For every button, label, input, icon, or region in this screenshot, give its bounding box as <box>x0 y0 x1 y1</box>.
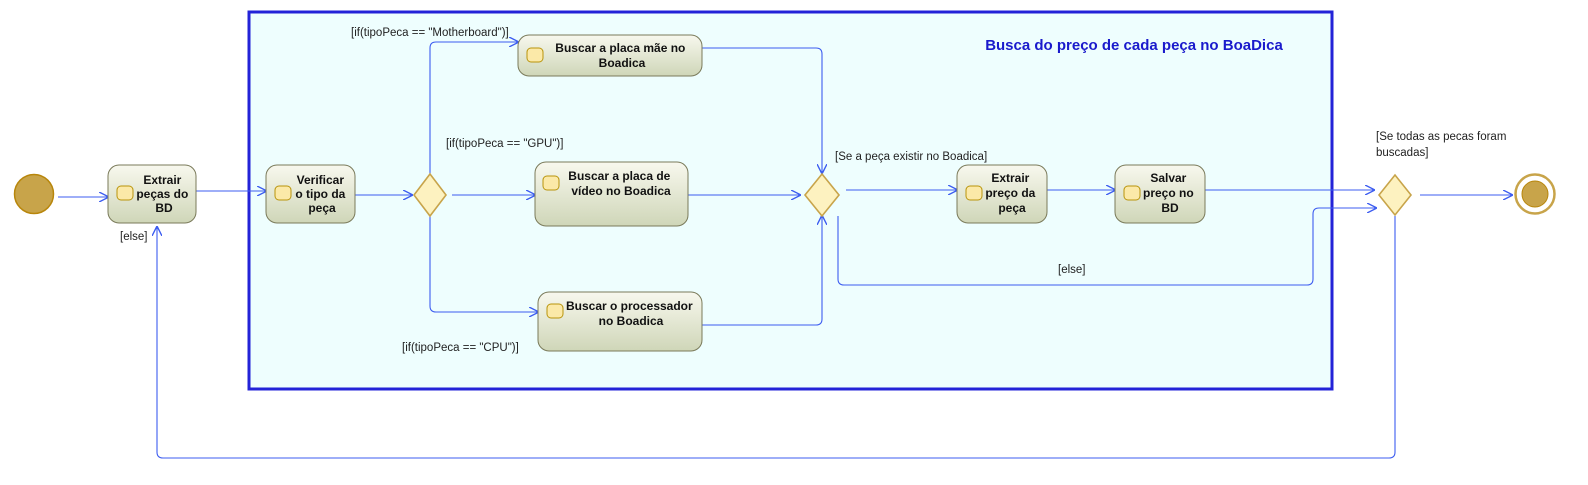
action-label-line: o tipo da <box>295 187 345 201</box>
svg-text:Salvar preço no BD: Salvar preço no BD <box>1143 171 1197 215</box>
svg-text:Buscar a placa mãe no Bo: Buscar a placa mãe no Boadica <box>555 41 688 70</box>
action-salvar-preco[interactable]: Salvar preço no BD <box>1114 164 1206 224</box>
action-label-line: peça <box>998 201 1026 215</box>
guard-todas-buscadas: [Se todas as pecas foram <box>1376 131 1506 143</box>
svg-text:Extrair peças do B: Extrair peças do BD <box>136 173 191 215</box>
flow-decision-to-placa-mae <box>429 42 518 176</box>
flow-decision-to-processador <box>429 216 538 312</box>
action-label-line: Boadica <box>599 56 646 70</box>
action-pin-icon <box>965 185 983 201</box>
flow-processador-to-merge <box>702 216 822 326</box>
initial-node <box>13 173 55 215</box>
region-title: Busca do preço de cada peça no BoaDica <box>985 37 1283 54</box>
flow-placa-mae-to-merge <box>702 47 822 173</box>
action-label-line: Buscar o processador <box>566 299 693 313</box>
guard-gpu: [if(tipoPeca == "GPU")] <box>446 138 563 150</box>
action-pin-icon <box>1123 185 1141 201</box>
guard-else-loop: [else] <box>120 231 148 243</box>
action-pin-icon <box>546 303 564 319</box>
action-label-line: Extrair <box>991 171 1029 185</box>
guard-motherboard: [if(tipoPeca == "Motherboard")] <box>351 27 509 39</box>
guard-cpu: [if(tipoPeca == "CPU")] <box>402 342 519 354</box>
guard-todas-buscadas: buscadas] <box>1376 147 1428 159</box>
action-label-line: Extrair <box>143 173 181 187</box>
action-pin-icon <box>526 47 544 63</box>
action-pin-icon <box>116 185 134 201</box>
action-label-line: Buscar a placa de <box>568 169 670 183</box>
flow-else-loop <box>157 216 1396 459</box>
action-extrair-preco[interactable]: Extrair preço da peça <box>956 164 1048 224</box>
action-label-line: Verificar <box>297 173 345 187</box>
action-label-line: no Boadica <box>599 314 664 328</box>
action-extrair-pecas[interactable]: Extrair peças do BD <box>107 164 197 224</box>
action-label-line: Buscar a placa mãe no <box>555 41 685 55</box>
action-pin-icon <box>274 185 292 201</box>
action-label-line: BD <box>155 201 173 215</box>
action-label-line: Salvar <box>1150 171 1186 185</box>
guard-else-existe: [else] <box>1058 264 1086 276</box>
action-label-line: vídeo no Boadica <box>571 184 671 198</box>
action-label-line: preço da <box>985 186 1035 200</box>
action-buscar-placa-video[interactable]: Buscar a placa de vídeo no Boadica <box>534 161 689 227</box>
action-label-line: preço no <box>1143 186 1194 200</box>
action-label-line: BD <box>1161 201 1179 215</box>
svg-text:Extrair preço da p: Extrair preço da peça <box>985 171 1038 215</box>
final-node <box>1514 173 1556 215</box>
action-label-line: peças do <box>136 187 188 201</box>
action-buscar-processador[interactable]: Buscar o processador no Boadica <box>537 291 703 352</box>
guard-peca-existe: [Se a peça existir no Boadica] <box>835 151 987 163</box>
decision-todas-buscadas <box>1377 173 1413 217</box>
svg-text:Buscar o processador no: Buscar o processador no Boadica <box>566 299 696 328</box>
action-verificar-tipo[interactable]: Verificar o tipo da peça <box>265 164 356 224</box>
svg-text:Buscar a placa de vídeo: Buscar a placa de vídeo no Boadica <box>568 169 673 198</box>
action-buscar-placa-mae[interactable]: Buscar a placa mãe no Boadica <box>517 34 703 77</box>
action-label-line: peça <box>308 201 336 215</box>
svg-text:Verificar o tipo da: Verificar o tipo da peça <box>295 173 348 215</box>
flow-else-existe <box>837 208 1376 286</box>
decision-tipo-peca <box>412 172 448 218</box>
action-pin-icon <box>542 175 560 191</box>
svg-text:[Se todas as pecas foram b: [Se todas as pecas foram buscadas] <box>1376 131 1510 159</box>
decision-peca-existe <box>803 172 841 218</box>
